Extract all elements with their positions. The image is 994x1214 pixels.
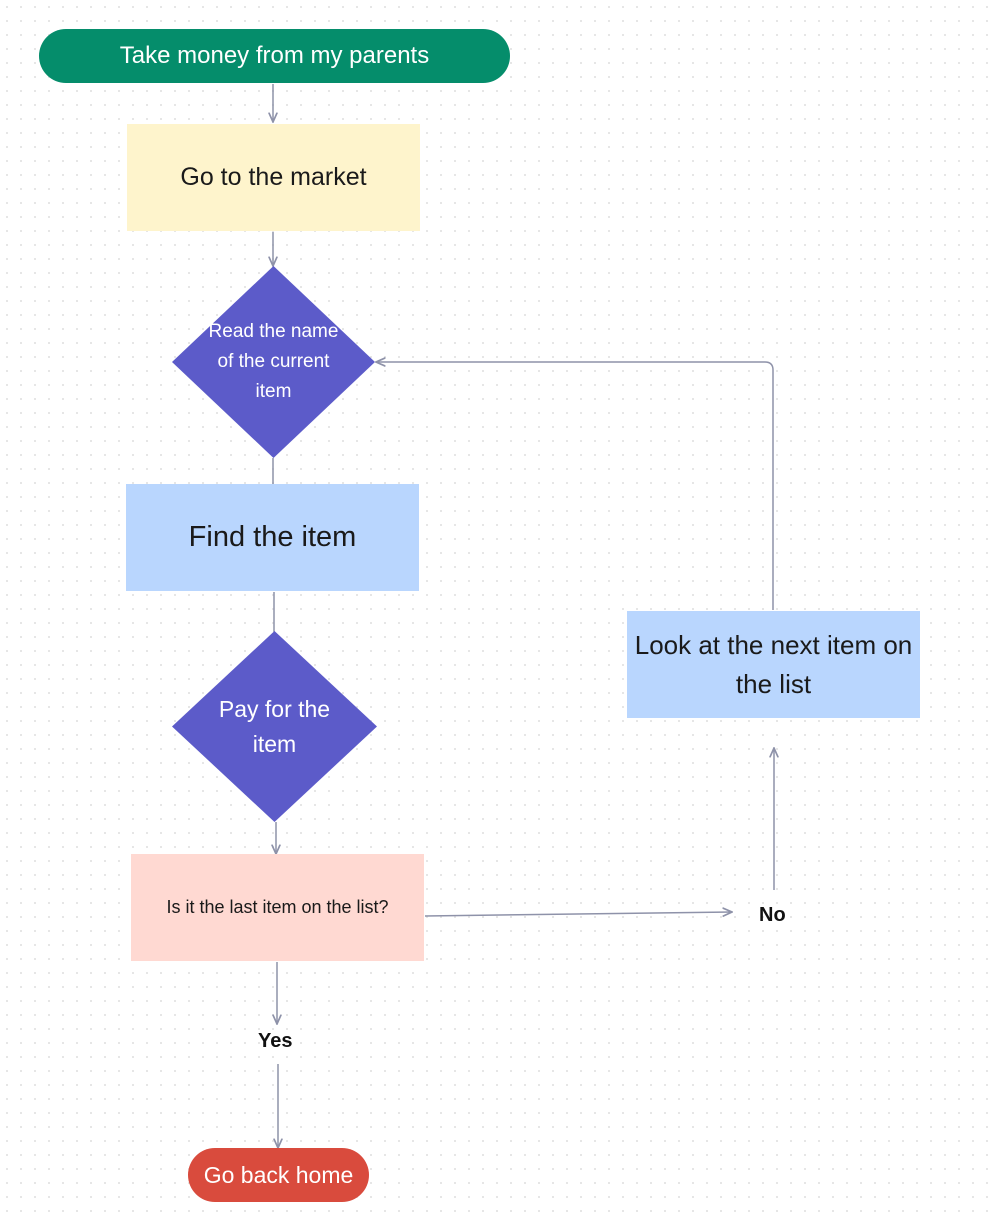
end-terminal-text: Go back home bbox=[203, 1161, 354, 1188]
find-item-process: Find the item bbox=[126, 484, 419, 591]
go-market-text: Go to the market bbox=[180, 163, 367, 191]
next-item-process: Look at the next item on the list bbox=[627, 611, 920, 718]
pay-item-diamond-shape bbox=[172, 631, 377, 822]
is-last-process: Is it the last item on the list? bbox=[131, 854, 424, 961]
go-market-process: Go to the market bbox=[127, 124, 420, 231]
read-name-decision: Read the name of the current item bbox=[172, 266, 375, 458]
pay-item-decision: Pay for the item bbox=[172, 631, 377, 822]
pay-item-text: Pay for the item bbox=[218, 695, 331, 757]
next-item-text: Look at the next item on the list bbox=[634, 629, 913, 699]
start-terminal-text: Take money from my parents bbox=[119, 42, 430, 69]
find-item-text: Find the item bbox=[188, 521, 357, 553]
end-terminal: Go back home bbox=[188, 1148, 369, 1202]
read-name-diamond-shape bbox=[172, 266, 375, 458]
start-terminal: Take money from my parents bbox=[39, 29, 510, 83]
read-name-text: Read the name of the current item bbox=[208, 321, 339, 402]
no-label: No bbox=[759, 904, 786, 926]
is-last-text: Is it the last item on the list? bbox=[166, 897, 389, 917]
yes-label: Yes bbox=[258, 1030, 293, 1052]
arrow-islast-to-no bbox=[424, 912, 732, 916]
arrow-next-to-read bbox=[376, 362, 774, 610]
